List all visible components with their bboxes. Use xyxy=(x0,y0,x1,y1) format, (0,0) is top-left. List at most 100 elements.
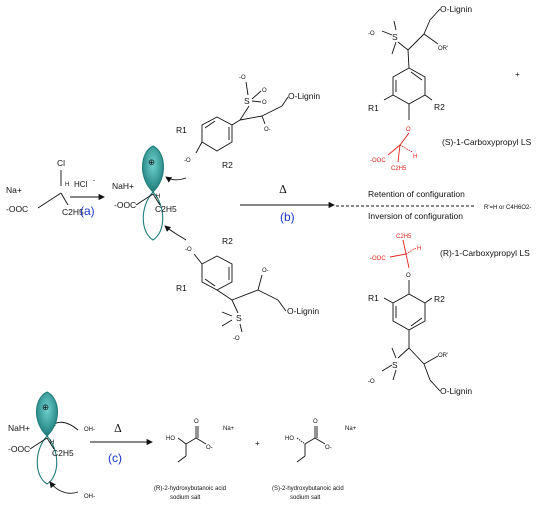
lt-bond-c-c xyxy=(239,115,263,121)
pr-bond-c-s xyxy=(397,347,410,359)
lt-bond-ring-c xyxy=(231,119,241,126)
c-prod2-bond-o-minus xyxy=(314,437,326,445)
c-prod2-ho: HO xyxy=(285,436,294,442)
lb-phenolate: -O xyxy=(185,247,192,253)
lt-bond-so2 xyxy=(251,100,262,103)
c-prod1-bond-ethyl2 xyxy=(177,455,187,463)
c-prod1-label-1: (R)-2-hydroxybutanoic acid xyxy=(154,486,226,492)
lt-bond-ring-o xyxy=(195,141,203,154)
pr-bond-ch2-o xyxy=(429,379,441,392)
c-oh-top: OH- xyxy=(84,427,95,433)
step-a: HCl - (a) xyxy=(70,178,105,218)
lignin-bottom: -O R2 R1 O- O-Lignin S -O xyxy=(176,236,319,342)
lt-o-lignin: O-Lignin xyxy=(288,91,320,101)
ps-bond-c-s xyxy=(397,41,409,51)
lb-bond-so2 xyxy=(221,319,233,327)
start-h: H xyxy=(65,182,69,188)
product-r: C2H5 -OOC H (R)-1-Carboxypropyl LS O R1 … xyxy=(368,234,530,396)
lb-bond-so1 xyxy=(221,311,233,317)
lb-bond-c-o xyxy=(257,274,263,291)
delta-b: Δ xyxy=(279,183,287,196)
pr-s: S xyxy=(392,360,398,370)
ps-bond-c-or xyxy=(423,33,439,45)
ps-or: OR' xyxy=(438,46,448,52)
c-plus-sign: + xyxy=(255,439,260,448)
starting-material: Na+ Cl H -OOC C2H5 xyxy=(6,158,84,217)
lb-bond-o-ring xyxy=(193,253,203,265)
lb-o-minus-bottom: -O xyxy=(233,336,240,342)
ps-r2: R2 xyxy=(434,102,445,112)
pr-r2: R2 xyxy=(434,294,445,304)
c-prod1-bond-c-cooh xyxy=(185,437,197,445)
lt-o1: O xyxy=(262,88,267,94)
c-c2h5: C2H5 xyxy=(52,448,74,458)
bond-ooc-c xyxy=(37,192,62,209)
c-prod2-label-1: (S)-2-hydroxybutanoic acid xyxy=(272,486,344,492)
ps-r1: R1 xyxy=(368,103,379,113)
pr-bond-ethyl-c xyxy=(402,239,407,255)
ps-bond-c-ethyl xyxy=(397,144,401,163)
lb-o-minus-side: O- xyxy=(262,268,269,274)
c-prod2-bond-ethyl2 xyxy=(296,455,306,463)
c-oh-bottom: OH- xyxy=(84,494,95,500)
ps-bond-c-ring xyxy=(407,49,410,69)
c-na: NaH+ xyxy=(8,423,30,433)
c-prod2-o-minus: O- xyxy=(325,445,332,451)
bond-c-ethyl xyxy=(60,192,69,206)
pr-o-minus: -O xyxy=(368,379,375,385)
ps-bond-so2 xyxy=(391,41,397,55)
lb-s: S xyxy=(236,313,242,323)
lt-o2: O xyxy=(262,100,267,106)
lb-r2: R2 xyxy=(222,236,233,246)
pr-ring-db2 xyxy=(410,317,423,327)
ps-bond-s-o xyxy=(381,30,393,36)
pr-ring xyxy=(392,293,426,331)
ps-bond-so1 xyxy=(393,20,397,31)
reagent-hcl: HCl xyxy=(74,180,88,189)
c-prod2-bond-ho xyxy=(296,437,306,445)
ps-bond-c-c xyxy=(407,33,425,51)
ps-o-minus: -O xyxy=(368,31,375,37)
bond-cation-ethyl xyxy=(152,193,161,206)
pr-bond-c-o xyxy=(405,253,410,269)
lt-ring-db1 xyxy=(204,120,216,129)
carbocation-na: NaH+ xyxy=(112,181,134,191)
lb-bond-c-c xyxy=(231,289,259,301)
start-cl: Cl xyxy=(57,158,65,168)
bond-cation-ooc xyxy=(135,193,154,206)
step-a-label: (a) xyxy=(80,204,95,218)
c-prod1-ho: HO xyxy=(166,436,175,442)
pr-bond-s-o xyxy=(381,364,393,372)
lb-o-lignin: O-Lignin xyxy=(287,306,319,316)
ps-bond-ch2-c xyxy=(423,19,431,35)
c-prod1-bond-ho xyxy=(177,437,187,445)
pr-bond-c-ch2 xyxy=(423,363,431,381)
pr-c2h5: C2H5 xyxy=(396,234,412,240)
attack-arrow-bottom xyxy=(164,225,187,241)
pr-o: O xyxy=(406,273,411,279)
ps-ooc: -OOC xyxy=(370,158,386,164)
c-p-orbital-bottom-lobe xyxy=(36,435,58,485)
carbocation: NaH+ ⊕ H -OOC C2H5 xyxy=(112,145,187,241)
ps-h: H xyxy=(413,154,417,160)
lb-bond-c-ch2 xyxy=(257,289,279,301)
lt-bond-c-ch2 xyxy=(261,105,283,117)
c-prod2-label-2: sodium salt xyxy=(290,495,321,501)
pr-bond-c-h xyxy=(405,247,417,255)
c-p-orbital-top-lobe xyxy=(36,391,58,437)
c-prod1-na: Na+ xyxy=(223,426,235,432)
lt-bond-c-o xyxy=(261,115,266,125)
ps-o-lignin: O-Lignin xyxy=(440,4,472,14)
lt-ring xyxy=(201,116,233,152)
lt-o-minus-top: -O xyxy=(239,75,246,81)
attack-arrow-top xyxy=(165,176,187,183)
c-ooc: -OOC xyxy=(8,444,30,454)
pr-bond-ooc-c xyxy=(389,253,407,258)
p-orbital-bottom-lobe xyxy=(142,191,164,241)
c-prod1-bond-o-minus xyxy=(195,437,207,445)
c-prod1-o: O xyxy=(194,419,199,425)
c-prod2-o: O xyxy=(313,419,318,425)
pr-bond-c-or xyxy=(423,355,439,365)
pr-ooc: -OOC xyxy=(370,256,386,262)
lt-o-minus-side: O- xyxy=(264,127,271,133)
